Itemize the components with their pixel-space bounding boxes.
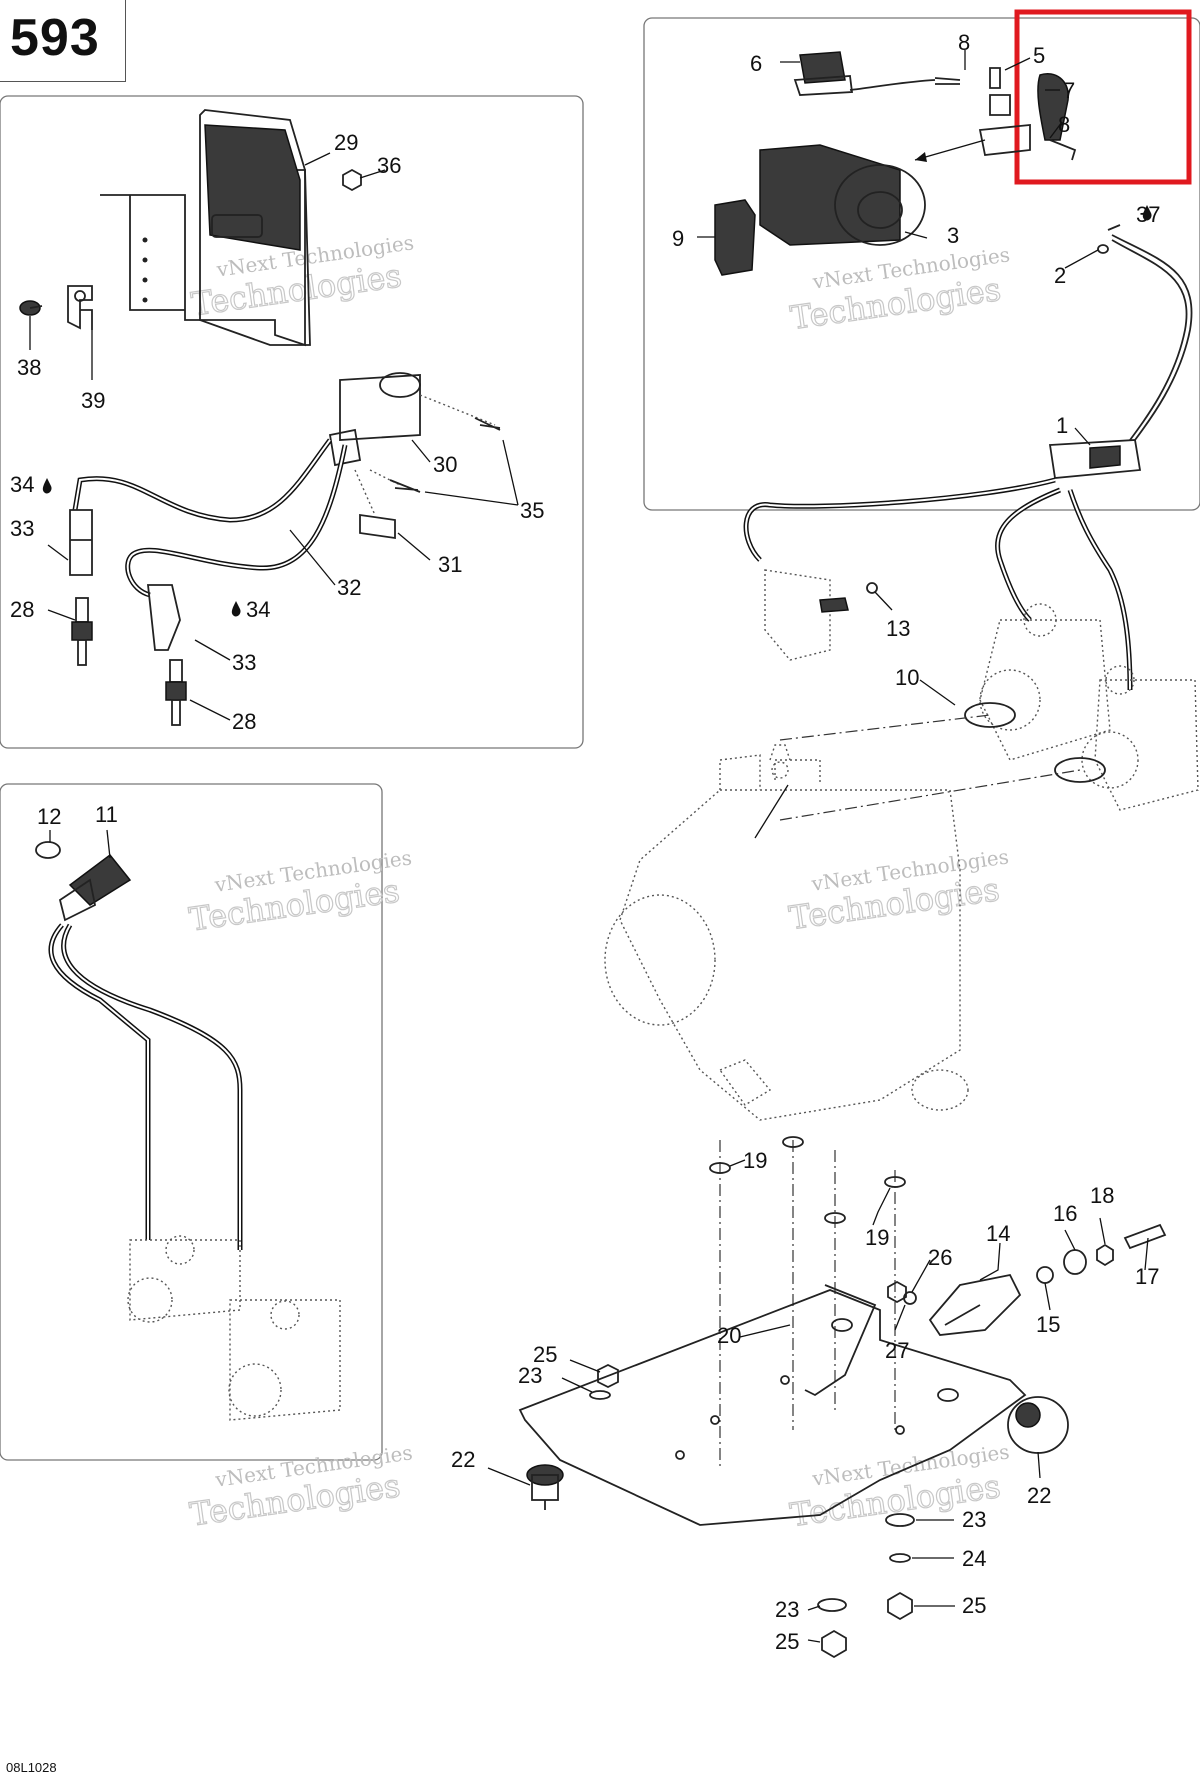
callout-28a: 28	[10, 597, 34, 622]
highlight-box	[1014, 9, 1192, 185]
callout-30: 30	[433, 452, 457, 477]
cover-9-illustration	[714, 199, 756, 276]
connector-31-illustration	[354, 469, 396, 540]
nut-36-illustration	[342, 168, 362, 192]
callout-29: 29	[334, 130, 358, 155]
callout-14: 14	[986, 1221, 1010, 1246]
throttle-body-3-illustration	[759, 144, 926, 246]
page-number: 593	[10, 9, 100, 67]
engine-plate-20-illustration	[518, 1284, 1027, 1526]
callout-8b: 8	[1058, 112, 1070, 137]
oil-drop-icon	[42, 478, 52, 494]
clamp-10-illustration	[779, 702, 1106, 821]
callout-31: 31	[438, 552, 462, 577]
callout-38: 38	[17, 355, 41, 380]
throttle-sensor-6-illustration	[793, 51, 961, 96]
callout-15: 15	[1036, 1312, 1060, 1337]
spark-plug-cap-33b-illustration	[146, 584, 181, 651]
callout-26: 26	[928, 1245, 952, 1270]
callout-10: 10	[895, 665, 919, 690]
callout-8a: 8	[958, 30, 970, 55]
callout-23b: 23	[962, 1507, 986, 1532]
engine-illustration	[604, 744, 969, 1121]
callout-19a: 19	[743, 1148, 767, 1173]
callout-17: 17	[1135, 1264, 1159, 1289]
callouts: 29 36 38 39 30 35 34 33 31 32 28 34 33 2…	[10, 30, 1160, 1654]
callout-25b: 25	[962, 1593, 986, 1618]
page-number-box: 593	[0, 0, 126, 82]
callout-34b: 34	[246, 597, 270, 622]
rubber-mount-22a-illustration	[526, 1464, 564, 1510]
hardware-lower-illustration	[589, 1363, 915, 1659]
sensor-harness-illustration	[48, 923, 243, 1250]
callout-9: 9	[672, 226, 684, 251]
watermark-group: vNext Technologies Technologies	[788, 242, 1012, 337]
junction-block-1-illustration	[743, 439, 1142, 691]
sensor-harness-panel	[0, 783, 383, 1461]
callout-33a: 33	[10, 516, 34, 541]
callout-28b: 28	[232, 709, 256, 734]
callout-25a: 25	[533, 1342, 557, 1367]
sensor-13-illustration	[764, 569, 878, 661]
spark-plug-28a-illustration	[71, 597, 93, 666]
callout-27: 27	[885, 1338, 909, 1363]
lever-7-illustration	[914, 67, 1077, 162]
push-rivet-38-illustration	[19, 300, 43, 316]
callout-39: 39	[81, 388, 105, 413]
callout-33b: 33	[232, 650, 256, 675]
oil-drop-icon	[1142, 205, 1152, 221]
watermark-group: vNext Technologies Technologies	[786, 844, 1010, 937]
watermark-group: vNext Technologies Technologies	[186, 845, 413, 939]
ignition-cables-illustration	[72, 438, 348, 598]
carburetors-lower-left-illustration	[127, 1235, 341, 1421]
ignition-module-illustration	[100, 109, 311, 347]
rubber-mount-22b-illustration	[1007, 1396, 1069, 1454]
callout-6: 6	[750, 51, 762, 76]
ignition-coil-30-illustration	[328, 372, 501, 493]
carburetors-right-illustration	[979, 603, 1199, 811]
spark-plug-cap-33a-illustration	[69, 509, 93, 576]
callout-22b: 22	[1027, 1483, 1051, 1508]
throttle-sensor-panel	[643, 17, 1200, 511]
sensor-11-illustration	[35, 841, 132, 922]
leader-lines	[29, 50, 1149, 1643]
callout-16: 16	[1053, 1201, 1077, 1226]
callout-20: 20	[717, 1323, 741, 1348]
watermark-group: vNext Technologies Technologies	[187, 1440, 414, 1534]
callout-1: 1	[1056, 413, 1068, 438]
callout-23a: 23	[518, 1363, 542, 1388]
callout-19b: 19	[865, 1225, 889, 1250]
oil-drop-icons	[42, 205, 1152, 617]
callout-24: 24	[962, 1546, 986, 1571]
callout-32: 32	[337, 575, 361, 600]
callout-2: 2	[1054, 263, 1066, 288]
callout-36: 36	[377, 153, 401, 178]
throttle-cable-illustration	[1097, 224, 1193, 441]
ignition-coil-panel	[0, 95, 584, 749]
bracket-39-illustration	[67, 285, 93, 330]
callout-7: 7	[1063, 78, 1075, 103]
callout-23c: 23	[775, 1597, 799, 1622]
callout-5: 5	[1033, 43, 1045, 68]
oil-drop-icon	[231, 601, 241, 617]
watermark-group: vNext Technologies Technologies	[188, 230, 415, 324]
callout-3: 3	[947, 223, 959, 248]
callout-35: 35	[520, 498, 544, 523]
callout-12: 12	[37, 804, 61, 829]
callout-25c: 25	[775, 1629, 799, 1654]
callout-22a: 22	[451, 1447, 475, 1472]
callout-37: 37	[1136, 202, 1160, 227]
diagram-code: 08L1028	[6, 1760, 57, 1775]
callout-13: 13	[886, 616, 910, 641]
spark-plug-28b-illustration	[165, 659, 187, 726]
callout-18: 18	[1090, 1183, 1114, 1208]
callout-11: 11	[95, 802, 118, 827]
callout-34a: 34	[10, 472, 34, 497]
bracket-14-illustration	[928, 1273, 1022, 1336]
